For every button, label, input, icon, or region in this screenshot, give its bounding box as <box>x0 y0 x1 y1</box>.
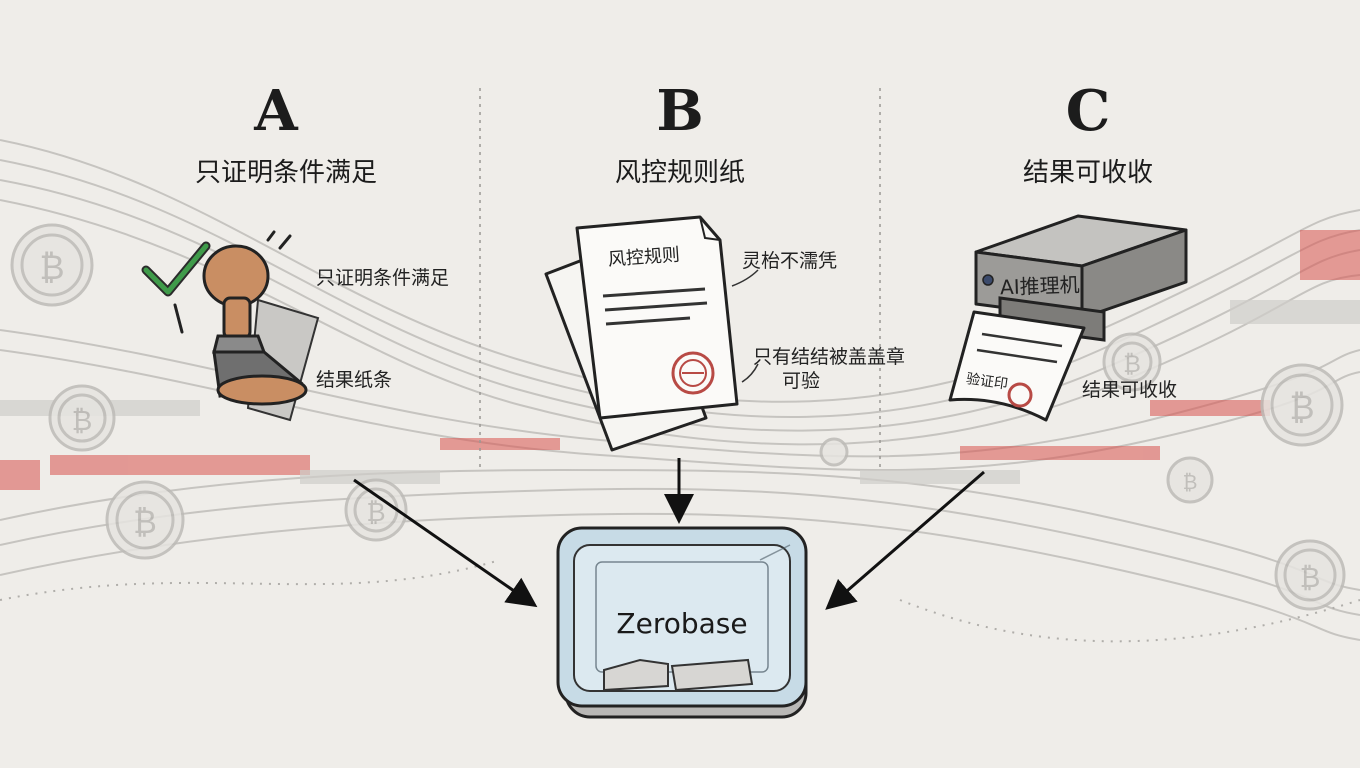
svg-text:₿: ₿ <box>366 498 385 528</box>
coin-icon: ₿ <box>1260 363 1344 447</box>
coin-icon: ₿ <box>1274 539 1346 611</box>
svg-text:₿: ₿ <box>1289 388 1314 428</box>
coin-icon: ₿ <box>1166 456 1214 504</box>
receipt-paper <box>948 310 1086 422</box>
svg-text:₿: ₿ <box>1300 561 1321 594</box>
coin-icon: ₿ <box>105 480 185 560</box>
svg-text:₿: ₿ <box>1183 470 1198 494</box>
stamp-note-condition: 只证明条件满足 <box>316 267 450 289</box>
paper-note-bottom-line1: 只有结结被盖盖章 <box>752 346 905 368</box>
background-dotted-lines <box>0 559 1360 643</box>
coin-icon: ₿ <box>48 384 116 452</box>
svg-text:₿: ₿ <box>39 248 64 288</box>
coin-icon <box>819 437 849 467</box>
paper-callout-line-top <box>731 269 759 287</box>
stamp-motion-marks <box>173 230 292 334</box>
paper-heading: 风控规则 <box>607 244 681 271</box>
svg-text:₿: ₿ <box>1123 350 1141 378</box>
stamp-icon <box>202 244 320 422</box>
paper-note-bottom: 只有结结被盖盖章 可验 <box>738 345 920 393</box>
machine-label: AI推理机 <box>999 272 1080 300</box>
arrow-icon <box>353 478 538 608</box>
glass-box-icon <box>556 526 808 719</box>
column-b-letter: B <box>656 78 704 144</box>
svg-text:₿: ₿ <box>72 404 93 437</box>
column-b-title: 风控规则纸 <box>614 158 745 188</box>
column-c-letter: C <box>1065 78 1111 144</box>
coin-icon: ₿ <box>1102 332 1162 392</box>
printer-note-result: 结果可收收 <box>1082 379 1178 401</box>
column-c-title: 结果可收收 <box>1022 158 1153 188</box>
paper-note-bottom-line2: 可验 <box>782 370 821 392</box>
background-red-bands <box>0 230 1360 490</box>
coin-icon: ₿ <box>10 223 94 307</box>
paper-note-top: 灵枱不濡凭 <box>742 250 838 272</box>
zerobase-label: Zerobase <box>616 607 748 640</box>
paper-icon <box>544 215 739 452</box>
arrow-icon <box>825 470 985 610</box>
column-a-letter: A <box>254 78 298 144</box>
column-a-title: 只证明条件满足 <box>194 158 377 188</box>
svg-text:₿: ₿ <box>133 503 157 541</box>
paper-callout-line-bottom <box>741 363 759 383</box>
checkmark-icon <box>141 241 211 297</box>
stamp-note-result-slip: 结果纸条 <box>316 369 393 391</box>
